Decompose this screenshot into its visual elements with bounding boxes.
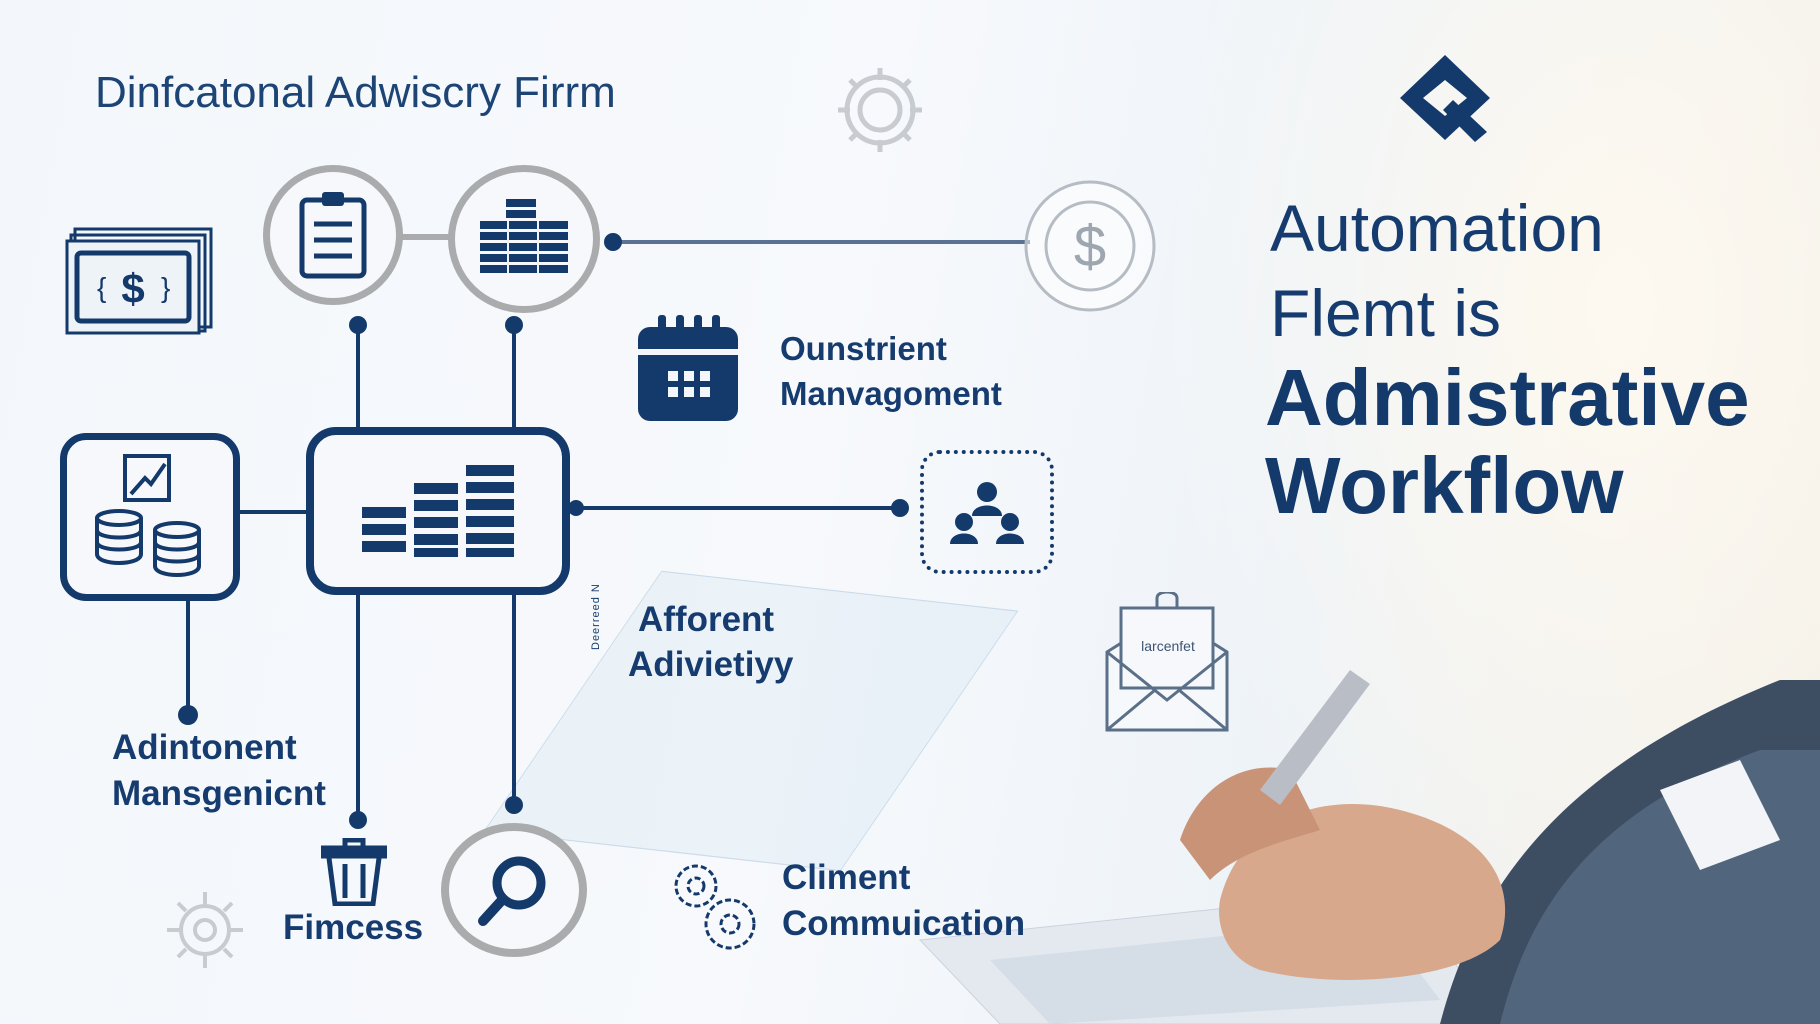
- climent-label-line-1: Climent: [782, 858, 911, 897]
- headline-line-4: Workflow: [1265, 441, 1624, 530]
- trash-icon: [321, 838, 387, 906]
- bar-chart-node: [306, 427, 570, 595]
- person-typing-illustration: [918, 670, 1820, 1024]
- gears-icon: [674, 864, 756, 950]
- afforent-label-line-2: Adivietiyy: [628, 645, 794, 684]
- dollar-circle-icon: $: [1024, 180, 1156, 312]
- adintonent-label-line-1: Adintonent: [112, 728, 297, 767]
- coin-stack-node: [448, 165, 600, 313]
- envelope-card-text: larcenfet: [1141, 638, 1195, 654]
- team-icon: [950, 482, 1024, 544]
- team-node: [920, 450, 1054, 574]
- search-node: [441, 823, 587, 957]
- svg-text:{: {: [97, 272, 106, 303]
- climent-label-line-2: Commuication: [782, 904, 1026, 943]
- svg-text:}: }: [161, 272, 170, 303]
- coin-stack-icon: [480, 199, 568, 273]
- calendar-icon: [638, 315, 738, 421]
- logo-icon: [1400, 55, 1490, 142]
- gear-icon: [167, 892, 243, 968]
- headline-line-1: Automation: [1270, 191, 1604, 265]
- headline-line-3: Admistrative: [1265, 353, 1750, 442]
- chart-database-node: [60, 433, 240, 601]
- adintonent-label-line-2: Mansgenicnt: [112, 774, 326, 813]
- firm-name: Dinfcatonal Adwiscry Firrm: [95, 68, 616, 117]
- envelope-node: larcenfet: [1105, 592, 1229, 734]
- clipboard-node: [263, 165, 403, 305]
- envelope-icon: [1105, 592, 1229, 732]
- afforent-side-text: Deerreed N: [590, 583, 602, 650]
- svg-text:$: $: [1074, 214, 1106, 279]
- onstrient-label-line-1: Ounstrient: [780, 330, 947, 367]
- headline-line-2: Flemt is: [1270, 276, 1501, 350]
- clipboard-icon: [299, 192, 367, 279]
- search-icon: [478, 856, 546, 926]
- afforent-label-line-1: Afforent: [638, 600, 775, 639]
- bar-chart-icon: [362, 465, 514, 557]
- svg-text:$: $: [121, 265, 144, 312]
- onstrient-label-line-2: Manvagoment: [780, 375, 1002, 412]
- money-stack-icon: $ { }: [65, 227, 213, 335]
- fimcess-label: Fimcess: [283, 908, 424, 947]
- gear-icon: [838, 68, 922, 152]
- chart-database-icon: [95, 454, 201, 577]
